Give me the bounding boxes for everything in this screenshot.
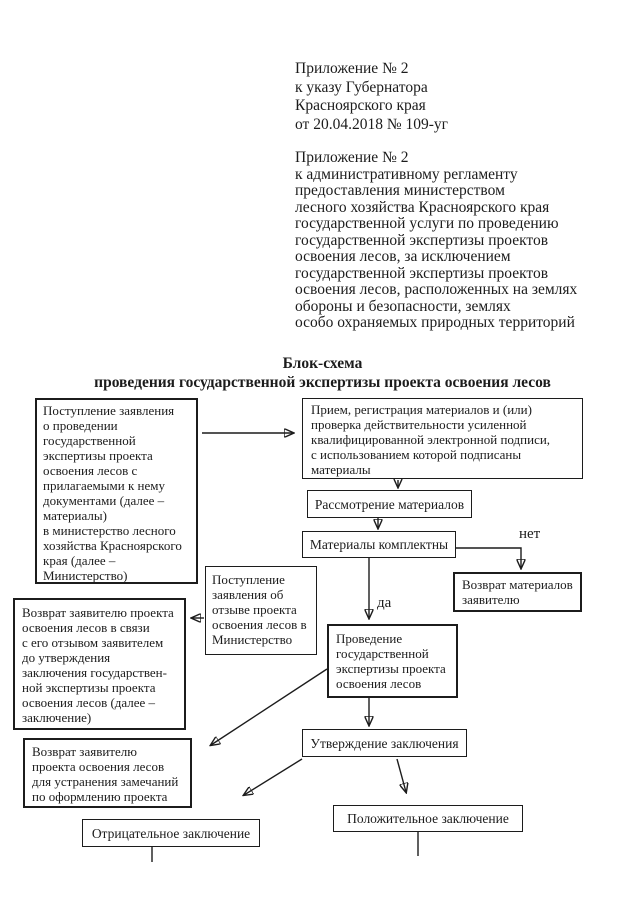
node-materials-review: Рассмотрение материалов: [307, 490, 472, 518]
arrow-approval-to-positive: [396, 758, 406, 792]
node-return-materials: Возврат материалов заявителю: [453, 572, 582, 612]
branch-label-no: нет: [519, 526, 541, 542]
node-materials-complete-decision: Материалы комплектны: [302, 531, 456, 558]
branch-label-yes: да: [377, 595, 392, 611]
node-reception-registration: Прием, регистрация материалов и (или) пр…: [302, 398, 583, 479]
node-return-for-corrections: Возврат заявителю проекта освоения лесов…: [23, 738, 192, 808]
appendix-reference-decree: Приложение № 2 к указу Губернатора Красн…: [295, 60, 449, 133]
appendix-reference-regulation: Приложение № 2 к административному регла…: [295, 149, 578, 331]
node-expertise-execution: Проведение государственной экспертизы пр…: [327, 624, 458, 698]
node-negative-conclusion: Отрицательное заключение: [82, 819, 260, 847]
node-positive-conclusion: Положительное заключение: [333, 805, 523, 832]
arrow-complete-no-to-return-materials: [455, 547, 521, 568]
flowchart-title: Блок-схема проведения государственной эк…: [94, 355, 551, 391]
node-withdrawal-application: Поступление заявления об отзыве проекта …: [205, 566, 317, 655]
node-conclusion-approval: Утверждение заключения: [302, 729, 467, 757]
node-return-withdrawn-project: Возврат заявителю проекта освоения лесов…: [13, 598, 186, 730]
arrow-approval-to-negative: [244, 758, 303, 795]
node-application-intake: Поступление заявления о проведении госуд…: [35, 398, 198, 584]
